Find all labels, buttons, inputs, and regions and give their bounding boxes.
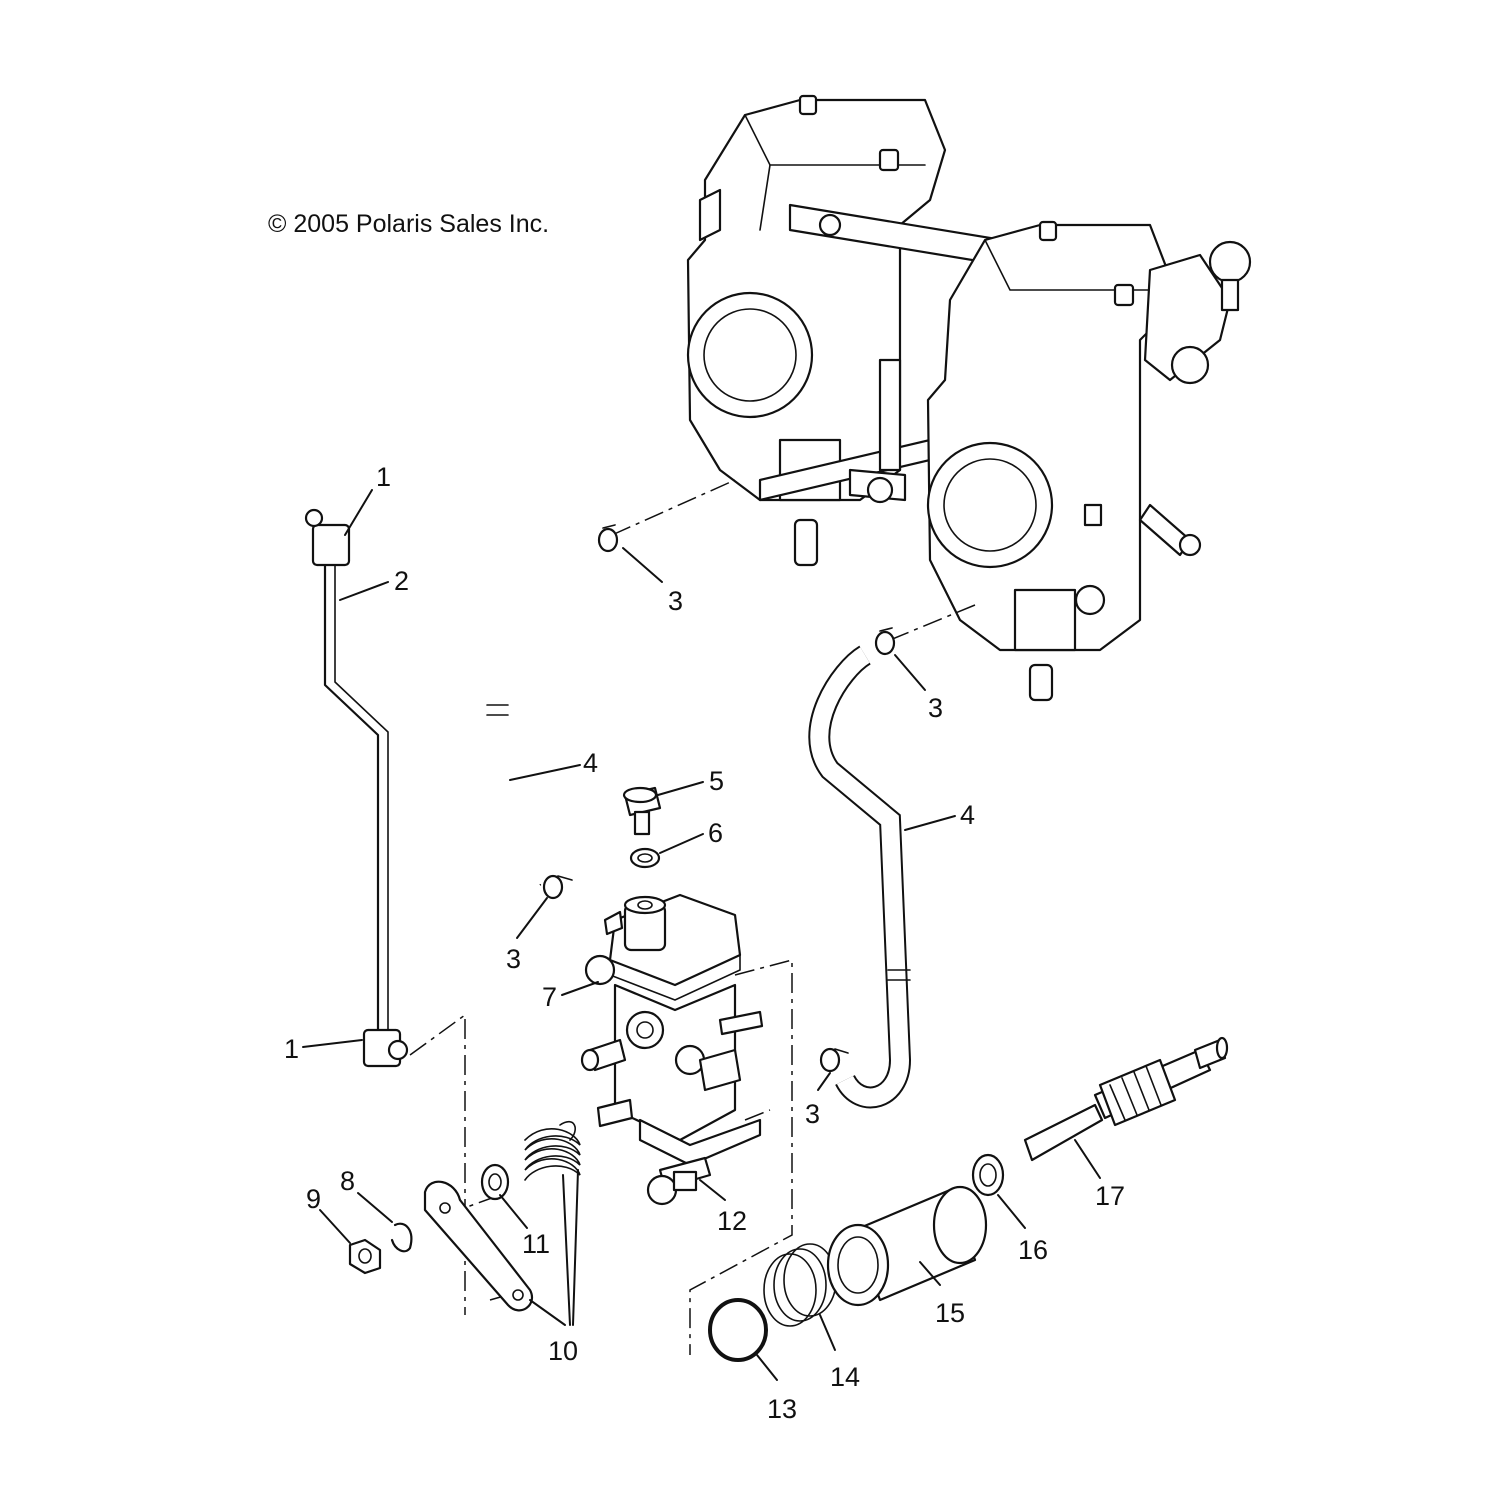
callout-17: 17 (1095, 1181, 1125, 1211)
leader-10c (572, 1169, 579, 1326)
leader-9 (319, 1209, 351, 1244)
leader-6 (659, 833, 704, 854)
callout-15: 15 (935, 1298, 965, 1328)
leader-1b (302, 1039, 363, 1048)
callout-5: 5 (709, 766, 724, 796)
callout-8: 8 (340, 1166, 355, 1196)
callout-4: 4 (583, 748, 598, 778)
callout-1: 1 (284, 1034, 299, 1064)
callout-3: 3 (668, 586, 683, 616)
leader-3d (817, 1072, 831, 1091)
leader-11 (499, 1194, 528, 1229)
carburetor-assembly (686, 94, 1252, 702)
leader-14 (819, 1314, 836, 1351)
alignment-line-right-hose (889, 604, 976, 641)
alignment-line-left-hose (611, 479, 736, 536)
lock-washer-8 (390, 1222, 413, 1253)
callout-13: 13 (767, 1394, 797, 1424)
leader-13 (756, 1354, 778, 1381)
oil-pump (580, 893, 764, 1167)
leader-3b (894, 654, 926, 691)
copyright-notice: © 2005 Polaris Sales Inc. (268, 210, 549, 238)
washer-11 (480, 1163, 510, 1201)
leader-8 (357, 1192, 393, 1223)
callout-3: 3 (928, 693, 943, 723)
leader-10b (562, 1174, 571, 1326)
leader-7 (561, 981, 599, 996)
callout-3: 3 (805, 1099, 820, 1129)
hose-clamp (597, 524, 619, 553)
callout-16: 16 (1018, 1235, 1048, 1265)
leader-15 (919, 1261, 941, 1286)
torsion-spring (524, 1120, 581, 1181)
callout-4: 4 (960, 800, 975, 830)
callout-11: 11 (522, 1229, 550, 1259)
bolt-12 (646, 1156, 712, 1206)
alignment-frame-lever (409, 1013, 466, 1315)
callout-10: 10 (548, 1336, 578, 1366)
hose-clamp (542, 874, 573, 900)
leader-4a (509, 764, 581, 781)
hose-clamp (819, 1047, 849, 1073)
nut-9 (348, 1238, 382, 1275)
callout-1: 1 (376, 462, 391, 492)
alignment-line-12 (744, 1109, 771, 1121)
spring-14 (763, 1243, 837, 1327)
leader-10a (529, 1299, 566, 1326)
callout-14: 14 (830, 1362, 860, 1392)
hose-right (808, 645, 912, 1109)
callout-9: 9 (306, 1184, 321, 1214)
bolt-5 (622, 786, 662, 836)
leader-4b (904, 815, 956, 831)
leader-3c (516, 897, 548, 939)
callout-7: 7 (542, 982, 557, 1012)
callout-3: 3 (506, 944, 521, 974)
washer-6 (629, 847, 661, 869)
leader-1a (344, 489, 373, 536)
callout-12: 12 (717, 1206, 747, 1236)
leader-17 (1074, 1139, 1101, 1179)
hose-left (486, 536, 602, 901)
o-ring-13 (708, 1298, 768, 1362)
hose-clamp (874, 627, 896, 656)
throttle-cable (304, 508, 409, 1068)
drive-shaft-17 (1023, 1036, 1229, 1162)
leader-3a (622, 547, 663, 583)
lever-arm-10 (423, 1180, 533, 1312)
leader-2 (339, 581, 389, 601)
sleeve-15 (826, 1185, 988, 1307)
leader-16 (997, 1194, 1026, 1229)
leader-5 (657, 781, 704, 796)
alignment-frame-pump (689, 959, 793, 1355)
washer-16 (971, 1153, 1005, 1197)
callout-2: 2 (394, 566, 409, 596)
callout-6: 6 (708, 818, 723, 848)
leader-12 (699, 1179, 726, 1201)
